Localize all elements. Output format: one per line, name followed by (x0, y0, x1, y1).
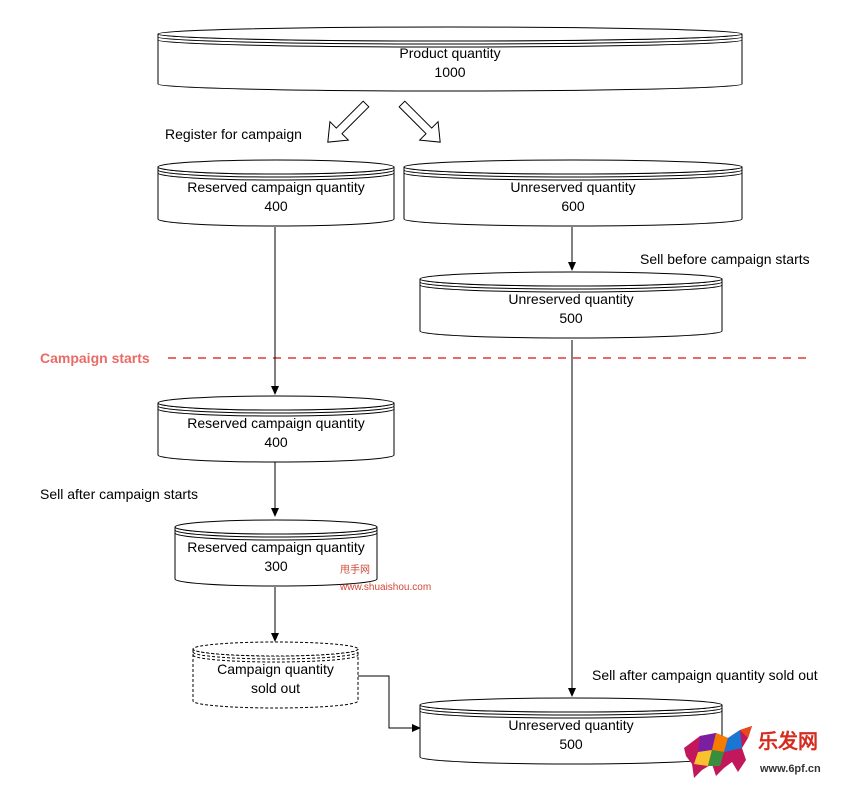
node-value: 300 (264, 558, 288, 574)
edge-labels: Register for campaign Sell before campai… (40, 126, 818, 683)
node-top (174, 519, 378, 535)
campaign-start-divider: Campaign starts (40, 350, 810, 366)
node-unreserved-before: Unreserved quantity 500 (419, 271, 723, 339)
node-rim-line (419, 707, 723, 716)
node-body (157, 33, 743, 92)
node-value: 1000 (434, 64, 465, 80)
node-value: 500 (559, 310, 583, 326)
watermark-cn-text: 甩手网 (340, 563, 370, 576)
node-top (157, 395, 395, 411)
node-body (192, 648, 359, 709)
logo-url-text: www.6pf.cn (759, 763, 821, 775)
node-reserved-initial: Reserved campaign quantity 400 (157, 159, 395, 227)
node-rim-line (403, 172, 743, 181)
sell-before-label: Sell before campaign starts (640, 251, 810, 267)
node-unreserved-final: Unreserved quantity 500 (419, 697, 723, 765)
node-rim-line (192, 654, 359, 663)
arrow-right-block-icon (398, 100, 441, 143)
node-top (157, 159, 395, 175)
watermark-url-text: www.shuaishou.com (339, 582, 431, 593)
node-unreserved-initial: Unreserved quantity 600 (403, 159, 743, 227)
node-rim-line (192, 651, 359, 660)
node-top (403, 159, 743, 175)
logo-cn-text: 乐发网 (758, 729, 818, 753)
node-rim-line (157, 405, 395, 414)
node-rim-line (419, 284, 723, 293)
node-top (157, 26, 743, 42)
node-rim-line (157, 169, 395, 178)
node-body (419, 704, 723, 765)
node-title: Unreserved quantity (508, 717, 633, 733)
register-label: Register for campaign (165, 126, 302, 142)
sell-after-label: Sell after campaign starts (40, 486, 198, 502)
node-value: sold out (251, 680, 300, 696)
connector-soldout-to-final (358, 675, 421, 732)
split-arrows (327, 100, 441, 143)
node-title: Reserved campaign quantity (187, 415, 364, 431)
connectors (271, 227, 576, 732)
node-rim-line (157, 36, 743, 45)
node-top (419, 271, 723, 287)
node-title: Unreserved quantity (508, 291, 633, 307)
node-title: Reserved campaign quantity (187, 539, 364, 555)
sell-after-soldout-label: Sell after campaign quantity sold out (592, 667, 818, 683)
node-body (419, 278, 723, 339)
node-value: 500 (559, 736, 583, 752)
node-body (174, 526, 378, 587)
node-top (419, 697, 723, 713)
node-reserved-at-start: Reserved campaign quantity 400 (157, 395, 395, 463)
node-value: 600 (561, 198, 585, 214)
node-body (403, 166, 743, 227)
node-top (192, 641, 359, 657)
node-rim-line (419, 710, 723, 719)
node-title: Campaign quantity (217, 661, 334, 677)
node-body (157, 166, 395, 227)
node-value: 400 (264, 198, 288, 214)
node-rim-line (419, 281, 723, 290)
node-rim-line (174, 532, 378, 541)
watermark-shuaishou: 甩手网 www.shuaishou.com (339, 563, 431, 593)
node-rim-line (174, 529, 378, 538)
bull-logo-icon (684, 726, 752, 778)
node-rim-line (157, 408, 395, 417)
campaign-starts-label: Campaign starts (40, 350, 150, 366)
node-title: Product quantity (399, 45, 500, 61)
node-body (157, 402, 395, 463)
node-sold-out: Campaign quantity sold out (192, 641, 359, 709)
node-title: Unreserved quantity (510, 179, 635, 195)
node-value: 400 (264, 434, 288, 450)
node-product: Product quantity 1000 (157, 26, 743, 92)
arrow-left-block-icon (327, 100, 370, 143)
node-rim-line (157, 39, 743, 48)
node-rim-line (403, 169, 743, 178)
node-rim-line (157, 172, 395, 181)
watermark-6pf-logo: 乐发网 www.6pf.cn (684, 726, 821, 778)
node-title: Reserved campaign quantity (187, 179, 364, 195)
node-reserved-after-sell: Reserved campaign quantity 300 (174, 519, 378, 587)
